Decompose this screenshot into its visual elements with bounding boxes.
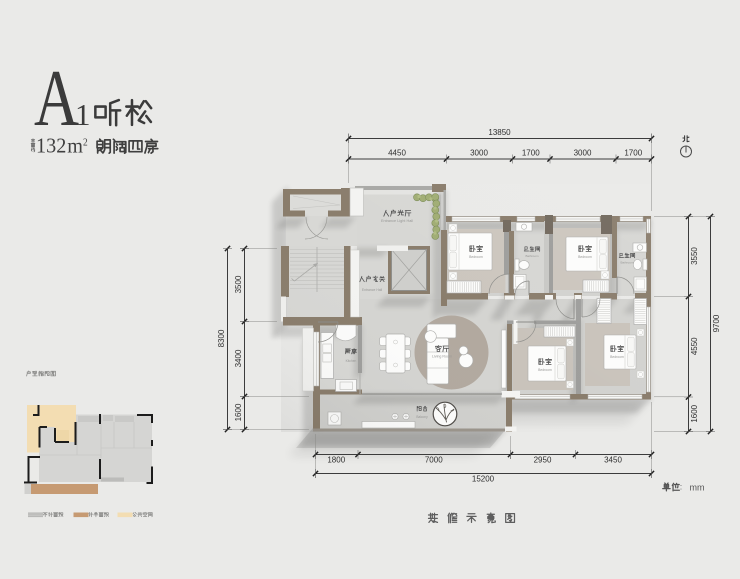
svg-text:1700: 1700: [522, 149, 540, 158]
svg-text:Bedroom: Bedroom: [610, 355, 624, 359]
svg-text:9700: 9700: [712, 314, 721, 332]
svg-text:13850: 13850: [488, 128, 511, 137]
svg-text:Bedroom: Bedroom: [578, 255, 592, 259]
svg-text:Bedroom: Bedroom: [538, 368, 552, 372]
svg-text:8300: 8300: [217, 329, 226, 347]
svg-text:4450: 4450: [388, 149, 406, 158]
svg-text:Bathroom: Bathroom: [620, 261, 634, 265]
svg-text:7000: 7000: [425, 456, 443, 465]
svg-text:Bathroom: Bathroom: [525, 254, 539, 258]
svg-text:1800: 1800: [327, 456, 345, 465]
svg-text:1: 1: [75, 97, 91, 132]
svg-text:Bedroom: Bedroom: [469, 255, 483, 259]
svg-text:3000: 3000: [574, 149, 592, 158]
svg-text:2950: 2950: [534, 456, 552, 465]
svg-text:A: A: [34, 54, 79, 143]
svg-text:Living Room: Living Room: [432, 355, 452, 359]
svg-text:3550: 3550: [690, 247, 699, 265]
svg-text:Balcony: Balcony: [416, 415, 428, 419]
svg-text:3000: 3000: [470, 149, 488, 158]
svg-text:Entrance Hall: Entrance Hall: [362, 288, 383, 292]
svg-text:1700: 1700: [624, 149, 642, 158]
svg-text:3500: 3500: [234, 275, 243, 293]
svg-text:4550: 4550: [690, 337, 699, 355]
svg-text:15200: 15200: [472, 475, 495, 484]
svg-text::: :: [680, 483, 682, 492]
svg-text:Entrance Light Hall: Entrance Light Hall: [381, 219, 413, 223]
svg-text:1600: 1600: [234, 403, 243, 421]
svg-text:3450: 3450: [604, 456, 622, 465]
svg-text:1600: 1600: [690, 404, 699, 422]
svg-text:mm: mm: [690, 483, 705, 493]
svg-text:3400: 3400: [234, 349, 243, 367]
svg-text:Kitchen: Kitchen: [346, 359, 357, 363]
svg-text:132m2: 132m2: [36, 133, 88, 158]
